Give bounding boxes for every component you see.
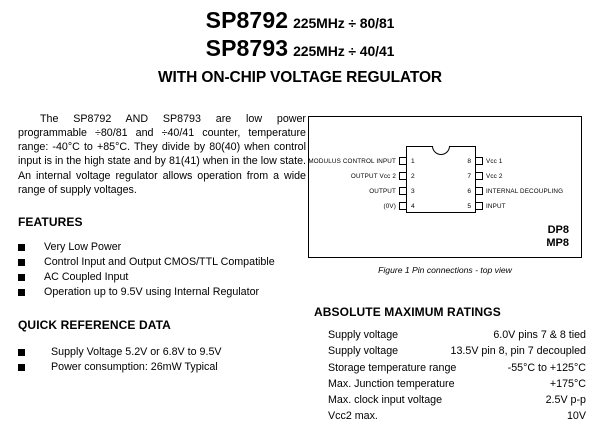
pin-row: OUTPUT Vcc 2 2 7 Vcc 2 [351, 172, 502, 181]
intro-paragraph: The SP8792 AND SP8793 are low power prog… [18, 113, 306, 196]
table-row: Supply voltage 13.5V pin 8, pin 7 decoup… [314, 343, 586, 359]
pin-stub-6 [476, 187, 483, 195]
bullet-square-icon [18, 289, 25, 297]
quick-reference-label: Power consumption: 26mW Typical [51, 361, 218, 374]
pin-label-3: OUTPUT [369, 188, 396, 195]
rating-label: Supply voltage [328, 329, 399, 341]
pin-label-5: INPUT [486, 203, 506, 210]
rating-value: -55°C to +125°C [507, 361, 586, 374]
pin-stub-8 [476, 157, 483, 165]
table-row: Storage temperature range -55°C to +125°… [314, 360, 586, 376]
ic-package-body: MODULUS CONTROL INPUT 1 8 Vcc 1 OUTPUT V… [308, 146, 563, 213]
package-label-mp8: MP8 [546, 237, 569, 250]
pin-diagram-figure: MODULUS CONTROL INPUT 1 8 Vcc 1 OUTPUT V… [308, 116, 582, 275]
list-item: Operation up to 9.5V using Internal Regu… [18, 285, 306, 300]
pin-number-5: 5 [467, 203, 471, 210]
table-row: Max. clock input voltage 2.5V p-p [314, 392, 586, 408]
pin-label-6: INTERNAL DECOUPLING [486, 188, 564, 195]
feature-label: AC Coupled Input [44, 271, 129, 284]
part-number-sp8792: SP8792 [205, 7, 289, 33]
features-section: FEATURES Very Low Power Control Input an… [18, 215, 306, 301]
part-number-sp8793: SP8793 [205, 35, 289, 61]
package-label-dp8: DP8 [547, 223, 569, 236]
pin-label-7: Vcc 2 [486, 173, 503, 180]
list-item: Power consumption: 26mW Typical [18, 360, 306, 375]
quick-reference-section: QUICK REFERENCE DATA Supply Voltage 5.2V… [18, 318, 306, 375]
pin-label-8: Vcc 1 [486, 158, 503, 165]
pin-number-1: 1 [411, 158, 415, 165]
page-subtitle: WITH ON-CHIP VOLTAGE REGULATOR [157, 69, 443, 86]
list-item: Very Low Power [18, 240, 306, 255]
features-heading: FEATURES [18, 214, 83, 229]
pin-number-3: 3 [411, 188, 415, 195]
list-item: Control Input and Output CMOS/TTL Compat… [18, 255, 306, 270]
quick-reference-heading: QUICK REFERENCE DATA [18, 318, 171, 332]
part-spec-sp8793: 225MHz ÷ 40/41 [293, 43, 395, 59]
pin-stub-2 [399, 172, 406, 180]
pin-row: OUTPUT 3 6 INTERNAL DECOUPLING [369, 187, 563, 196]
pin-row: MODULUS CONTROL INPUT 1 8 Vcc 1 [308, 157, 502, 166]
rating-label: Max. clock input voltage [328, 394, 443, 407]
part-spec-sp8792: 225MHz ÷ 80/81 [293, 15, 395, 31]
pin-stub-3 [399, 187, 406, 195]
absolute-maximum-ratings-section: ABSOLUTE MAXIMUM RATINGS Supply voltage … [314, 305, 586, 425]
pin-number-7: 7 [467, 173, 471, 180]
pin-stub-5 [476, 202, 483, 210]
rating-label: Storage temperature range [328, 361, 457, 374]
left-column: The SP8792 AND SP8793 are low power prog… [18, 112, 306, 301]
quick-reference-label: Supply Voltage 5.2V or 6.8V to 9.5V [51, 346, 222, 358]
feature-label: Very Low Power [44, 240, 122, 253]
pin-stub-4 [399, 202, 406, 210]
bullet-square-icon [18, 274, 25, 282]
pin-number-4: 4 [411, 203, 415, 210]
quick-reference-list: Supply Voltage 5.2V or 6.8V to 9.5V Powe… [18, 345, 306, 375]
rating-label: Max. Junction temperature [328, 377, 455, 390]
pin-row: (0V) 4 5 INPUT [384, 202, 505, 211]
pin-label-4: (0V) [383, 203, 396, 210]
pin-number-8: 8 [467, 158, 471, 165]
pin-label-2: OUTPUT Vcc 2 [350, 173, 396, 180]
ratings-heading: ABSOLUTE MAXIMUM RATINGS [314, 305, 501, 319]
features-list: Very Low Power Control Input and Output … [18, 240, 306, 301]
table-row: Supply voltage 6.0V pins 7 & 8 tied [314, 327, 586, 343]
rating-value: +175°C [549, 377, 586, 390]
pin-label-1: MODULUS CONTROL INPUT [308, 158, 396, 165]
table-row: Max. Junction temperature +175°C [314, 376, 586, 392]
ic-notch-icon [432, 146, 450, 155]
feature-label: Operation up to 9.5V using Internal Regu… [44, 286, 260, 299]
pin-number-6: 6 [467, 188, 471, 195]
list-item: Supply Voltage 5.2V or 6.8V to 9.5V [18, 345, 306, 360]
bullet-square-icon [18, 258, 25, 266]
bullet-square-icon [18, 364, 25, 372]
list-item: AC Coupled Input [18, 270, 306, 285]
pin-number-2: 2 [411, 173, 415, 180]
package-labels: DP8 MP8 [546, 224, 569, 252]
pin-stub-1 [399, 157, 406, 165]
rating-value: 6.0V pins 7 & 8 tied [493, 329, 586, 341]
pin-diagram-box: MODULUS CONTROL INPUT 1 8 Vcc 1 OUTPUT V… [308, 116, 582, 258]
bullet-square-icon [18, 349, 25, 356]
table-row: Vcc2 max. 10V [314, 408, 586, 424]
rating-value: 13.5V pin 8, pin 7 decoupled [450, 345, 586, 358]
pin-stub-7 [476, 172, 483, 180]
rating-value: 2.5V p-p [545, 394, 586, 407]
rating-label: Vcc2 max. [328, 410, 378, 423]
feature-label: Control Input and Output CMOS/TTL Compat… [44, 255, 275, 268]
rating-label: Supply voltage [328, 345, 399, 358]
rating-value: 10V [566, 410, 586, 423]
bullet-square-icon [18, 243, 25, 251]
figure-caption: Figure 1 Pin connections - top view [378, 265, 512, 275]
